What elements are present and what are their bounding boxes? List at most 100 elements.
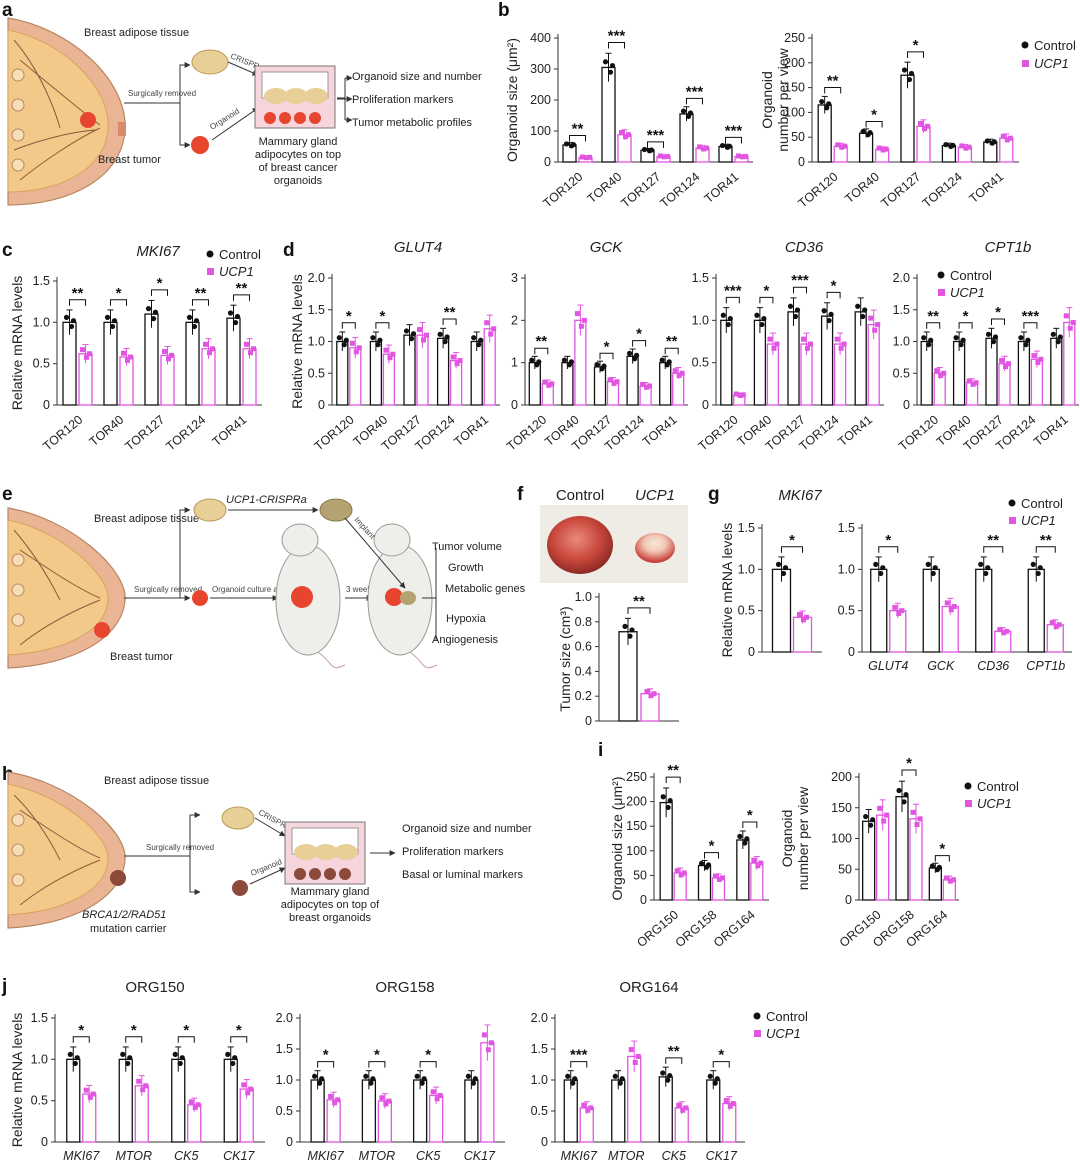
point-ucp1 (970, 381, 976, 387)
implant-label: Implant (353, 515, 378, 541)
point-ucp1 (192, 1104, 198, 1110)
point-ucp1 (80, 347, 85, 353)
y-tick-label: 1.0 (33, 315, 50, 329)
tumor-icon (80, 112, 96, 128)
point-control (958, 342, 964, 348)
significance-bracket (725, 136, 742, 144)
point-control (444, 334, 450, 340)
panel-label-j: j (1, 976, 7, 997)
x-tick-label: TOR41 (967, 170, 1007, 207)
point-control (341, 342, 347, 348)
output-metabolic: Tumor metabolic profiles (352, 117, 473, 129)
point-ucp1 (434, 1096, 440, 1102)
point-control (421, 1076, 427, 1082)
y-tick-label: 150 (626, 819, 647, 833)
point-control (70, 318, 77, 324)
point-ucp1 (681, 870, 687, 876)
point-control (634, 352, 640, 358)
significance-bracket (958, 322, 973, 329)
point-ucp1 (481, 1032, 487, 1038)
significance-label: ** (927, 308, 939, 325)
legend-j-control: Control (766, 1009, 808, 1024)
significance-bracket (569, 135, 586, 142)
panel-label-g: g (708, 484, 720, 505)
point-ucp1 (922, 126, 927, 132)
y-tick-label: 1.0 (575, 590, 592, 604)
point-control (225, 1051, 231, 1057)
point-control (410, 331, 417, 337)
y-tick-label: 1.0 (738, 562, 755, 576)
x-tick-label: TOR124 (657, 170, 702, 211)
point-ucp1 (727, 1103, 733, 1109)
point-control (465, 1073, 471, 1079)
point-control (936, 864, 942, 870)
point-control (991, 139, 997, 145)
x-tick-label: CK5 (174, 1149, 198, 1163)
point-ucp1 (797, 612, 802, 618)
x-tick-label: TOR127 (122, 413, 167, 454)
point-control (863, 813, 869, 820)
significance-label: * (116, 285, 122, 302)
point-control (343, 337, 349, 343)
point-ucp1 (356, 345, 362, 351)
y-tick-label: 0.5 (308, 366, 325, 380)
y-tick-label: 0.5 (738, 604, 755, 618)
y-tick-label: 100 (626, 844, 647, 858)
legend-d: Control UCP1 (937, 268, 992, 300)
y-axis-label: Organoid size (μm²) (609, 777, 625, 901)
point-ucp1 (169, 352, 174, 358)
point-control (568, 359, 575, 365)
significance-label: * (885, 532, 891, 549)
removed-label-h: Surgically removed (146, 843, 214, 852)
point-ucp1 (872, 327, 878, 333)
y-tick-label: 1.5 (531, 1042, 548, 1056)
panel-label-b: b (498, 0, 510, 21)
photo-label-ucp1: UCP1 (635, 487, 675, 504)
point-control (754, 312, 760, 318)
legend-g: Control UCP1 (1008, 496, 1063, 528)
x-tick-label: MTOR (608, 1149, 645, 1163)
point-ucp1 (457, 358, 463, 364)
point-control (629, 627, 635, 633)
output-size-h: Organoid size and number (402, 823, 532, 835)
significance-bracket (632, 340, 647, 347)
point-control (529, 357, 535, 363)
significance-bracket (781, 546, 803, 553)
point-control (780, 570, 787, 577)
point-control (978, 561, 984, 567)
significance-bracket (230, 1036, 248, 1043)
significance-label: ** (987, 532, 999, 549)
point-control (627, 633, 633, 639)
point-ucp1 (934, 368, 940, 374)
point-control (72, 1060, 78, 1067)
point-ucp1 (207, 350, 212, 356)
point-control (775, 561, 782, 567)
significance-label: ** (444, 304, 456, 321)
point-control (707, 1073, 713, 1079)
y-tick-label: 1.5 (893, 303, 910, 317)
point-control (370, 1076, 376, 1082)
point-control (186, 314, 193, 320)
point-ucp1 (743, 153, 748, 159)
significance-bracket (686, 97, 703, 105)
point-ucp1 (948, 607, 954, 613)
legend-control-marker (1021, 41, 1029, 49)
point-ucp1 (944, 600, 950, 606)
bar-control (118, 1058, 133, 1143)
point-control (720, 312, 726, 318)
output-hypoxia: Hypoxia (446, 613, 487, 625)
panel-label-e: e (2, 484, 13, 505)
x-tick-label: TOR41 (210, 413, 250, 450)
legend-i-control: Control (977, 779, 1019, 794)
point-ucp1 (387, 355, 393, 361)
schematic-h: Breast adipose tissue BRCA1/2/RAD51 muta… (7, 771, 532, 935)
point-ucp1 (611, 380, 617, 386)
y-tick-label: 0 (903, 398, 910, 412)
x-tick-label: MKI67 (63, 1149, 100, 1163)
point-ucp1 (917, 816, 923, 822)
significance-bracket (704, 852, 719, 859)
panel-label-d: d (283, 240, 295, 261)
y-tick-label: 100 (831, 832, 852, 846)
significance-label: * (789, 532, 795, 549)
